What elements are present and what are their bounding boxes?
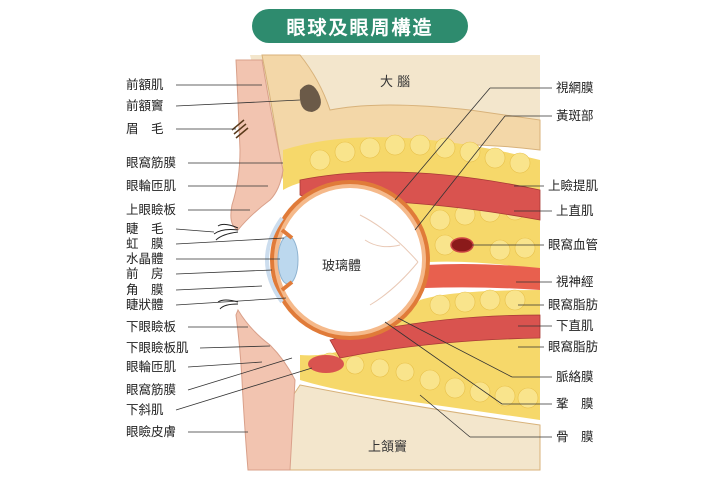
label-lower-tarsal-muscle: 下眼瞼板肌 bbox=[126, 340, 189, 355]
label-orbicularis-lower: 眼輪匝肌 bbox=[126, 359, 177, 374]
label-macula: 黃斑部 bbox=[556, 108, 594, 123]
label-orbital-septum-upper: 眼窩筋膜 bbox=[126, 155, 176, 170]
inferior-oblique-muscle bbox=[308, 355, 344, 373]
label-frontal-sinus: 前額竇 bbox=[126, 98, 164, 113]
region-label-vitreous: 玻璃體 bbox=[322, 259, 361, 274]
label-eyelid-skin: 眼瞼皮膚 bbox=[126, 424, 176, 439]
region-label-brain: 大 腦 bbox=[380, 75, 410, 90]
label-ciliary-body: 睫狀體 bbox=[126, 297, 164, 312]
label-optic-nerve: 視神經 bbox=[556, 274, 594, 289]
iris bbox=[280, 228, 294, 292]
left-labels: 前額肌 前額竇 眉 毛 眼窩筋膜 眼輪匝肌 上眼瞼板 睫 毛 虹 膜 水晶體 前… bbox=[126, 77, 313, 439]
maxillary-bone bbox=[289, 384, 541, 471]
label-orbicularis-upper: 眼輪匝肌 bbox=[126, 178, 177, 193]
label-eyelashes: 睫 毛 bbox=[126, 221, 164, 236]
label-iris: 虹 膜 bbox=[126, 236, 164, 251]
label-inferior-oblique: 下斜肌 bbox=[126, 402, 164, 417]
inferior-rectus-muscle bbox=[329, 314, 541, 359]
label-sclera: 鞏 膜 bbox=[556, 396, 594, 411]
diagram-title: 眼球及眼周構造 bbox=[252, 9, 468, 43]
label-orbital-fat-2: 眼窩脂肪 bbox=[548, 339, 598, 354]
label-periosteum: 骨 膜 bbox=[556, 429, 594, 444]
label-orbital-vessel: 眼窩血管 bbox=[548, 237, 598, 252]
label-eyebrow: 眉 毛 bbox=[126, 121, 164, 136]
label-inferior-rectus: 下直肌 bbox=[556, 318, 594, 333]
label-upper-tarsus: 上眼瞼板 bbox=[126, 202, 177, 217]
label-lens: 水晶體 bbox=[126, 251, 164, 266]
region-label-maxillary-sinus: 上頷竇 bbox=[368, 440, 407, 455]
eyelashes bbox=[213, 223, 239, 310]
lower-eyelid bbox=[235, 308, 296, 471]
label-orbital-septum-lower: 眼窩筋膜 bbox=[126, 382, 176, 397]
label-frontalis-muscle: 前額肌 bbox=[126, 77, 164, 92]
eyebrow bbox=[231, 119, 249, 139]
label-retina: 視網膜 bbox=[556, 80, 594, 95]
fat-texture bbox=[309, 134, 539, 409]
label-lower-tarsus: 下眼瞼板 bbox=[126, 319, 177, 334]
cornea bbox=[265, 216, 284, 304]
label-orbital-fat-1: 眼窩脂肪 bbox=[548, 297, 598, 312]
label-superior-rectus: 上直肌 bbox=[556, 203, 594, 218]
right-labels: 視網膜 黃斑部 上瞼提肌 上直肌 眼窩血管 視神經 眼窩脂肪 下直肌 眼窩脂肪 … bbox=[384, 80, 599, 444]
vitreous-body bbox=[278, 188, 422, 332]
label-choroid: 脈絡膜 bbox=[556, 369, 594, 384]
retinal-vessels bbox=[359, 214, 419, 306]
lens bbox=[277, 235, 299, 285]
optic-nerve bbox=[425, 264, 540, 290]
label-cornea: 角 膜 bbox=[126, 282, 164, 297]
orbital-vessel bbox=[450, 237, 474, 253]
label-anterior-chamber: 前 房 bbox=[126, 266, 164, 281]
label-levator-muscle: 上瞼提肌 bbox=[548, 178, 599, 193]
frontal-sinus bbox=[299, 84, 321, 112]
